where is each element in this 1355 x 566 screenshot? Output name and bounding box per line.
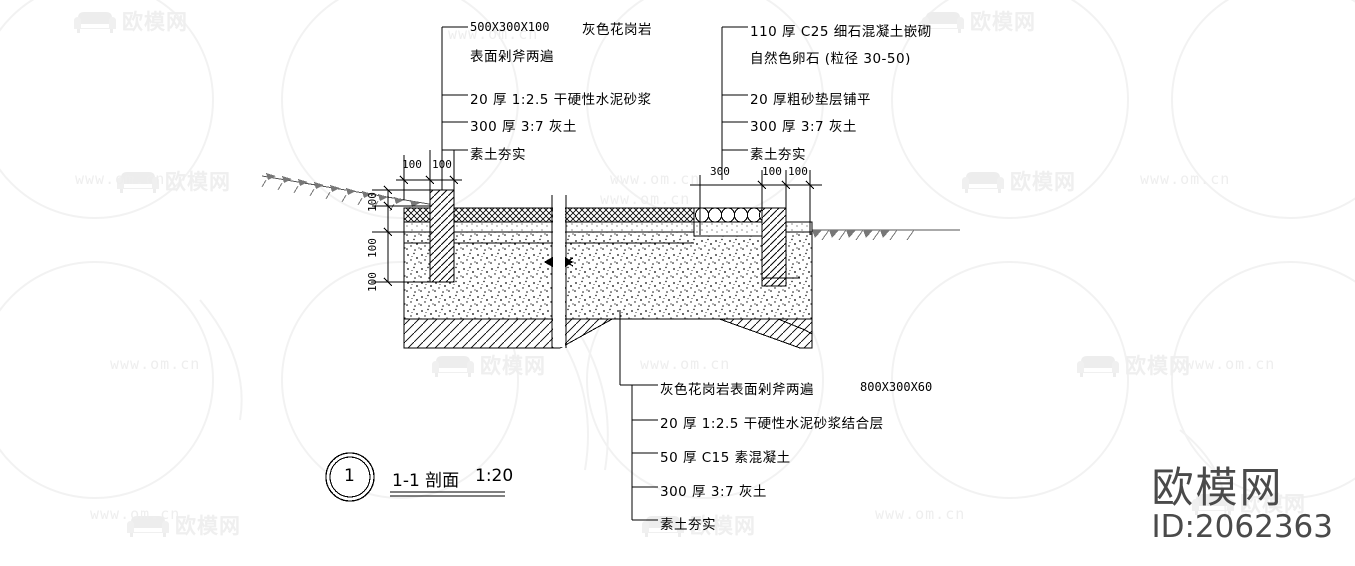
dimension-left-v-3: 100 bbox=[366, 272, 379, 292]
brand-logo-text: 欧模网 bbox=[1151, 462, 1284, 512]
annotation-bottom-line4: 300 厚 3:7 灰土 bbox=[660, 484, 767, 500]
annotation-top-left-size: 500X300X100 bbox=[470, 20, 550, 34]
annotation-top-left-line2: 20 厚 1:2.5 干硬性水泥砂浆 bbox=[470, 92, 652, 108]
annotation-top-right-line2: 自然色卵石 (粒径 30-50) bbox=[750, 51, 911, 67]
annotation-top-right-line4: 300 厚 3:7 灰土 bbox=[750, 119, 857, 135]
annotation-top-left-line3: 300 厚 3:7 灰土 bbox=[470, 119, 577, 135]
dimension-right-h-1: 300 bbox=[710, 165, 730, 178]
annotation-bottom-line3: 50 厚 C15 素混凝土 bbox=[660, 450, 791, 466]
dimension-left-v-1: 100 bbox=[366, 192, 379, 212]
dimension-right-h-2: 100 bbox=[762, 165, 782, 178]
annotation-bottom-line5: 素土夯实 bbox=[660, 517, 716, 533]
brand-id-text: ID:2062363 bbox=[1151, 508, 1333, 545]
annotation-bottom-line1: 灰色花岗岩表面剁斧两遍 bbox=[660, 382, 814, 398]
annotation-top-right-line3: 20 厚粗砂垫层铺平 bbox=[750, 92, 871, 108]
annotation-bottom-line2: 20 厚 1:2.5 干硬性水泥砂浆结合层 bbox=[660, 416, 884, 432]
annotation-top-right-line1: 110 厚 C25 细石混凝土嵌砌 bbox=[750, 24, 932, 40]
dimension-left-v-2: 100 bbox=[366, 238, 379, 258]
dimension-right-h-3: 100 bbox=[788, 165, 808, 178]
section-title: 1-1 剖面 bbox=[392, 471, 460, 491]
detail-number: 1 bbox=[344, 466, 355, 486]
annotation-top-left-line1: 表面剁斧两遍 bbox=[470, 49, 554, 65]
annotation-bottom-size: 800X300X60 bbox=[860, 380, 933, 394]
dimension-left-h-1: 100 bbox=[402, 158, 422, 171]
dimension-left-h-2: 100 bbox=[432, 158, 452, 171]
annotation-top-left-line4: 素土夯实 bbox=[470, 147, 526, 163]
annotation-top-right-line5: 素土夯实 bbox=[750, 147, 806, 163]
section-scale: 1:20 bbox=[475, 466, 514, 486]
annotation-top-left-material: 灰色花岗岩 bbox=[582, 22, 652, 38]
brand-block: 欧模网 ID:2062363 bbox=[1151, 462, 1333, 545]
